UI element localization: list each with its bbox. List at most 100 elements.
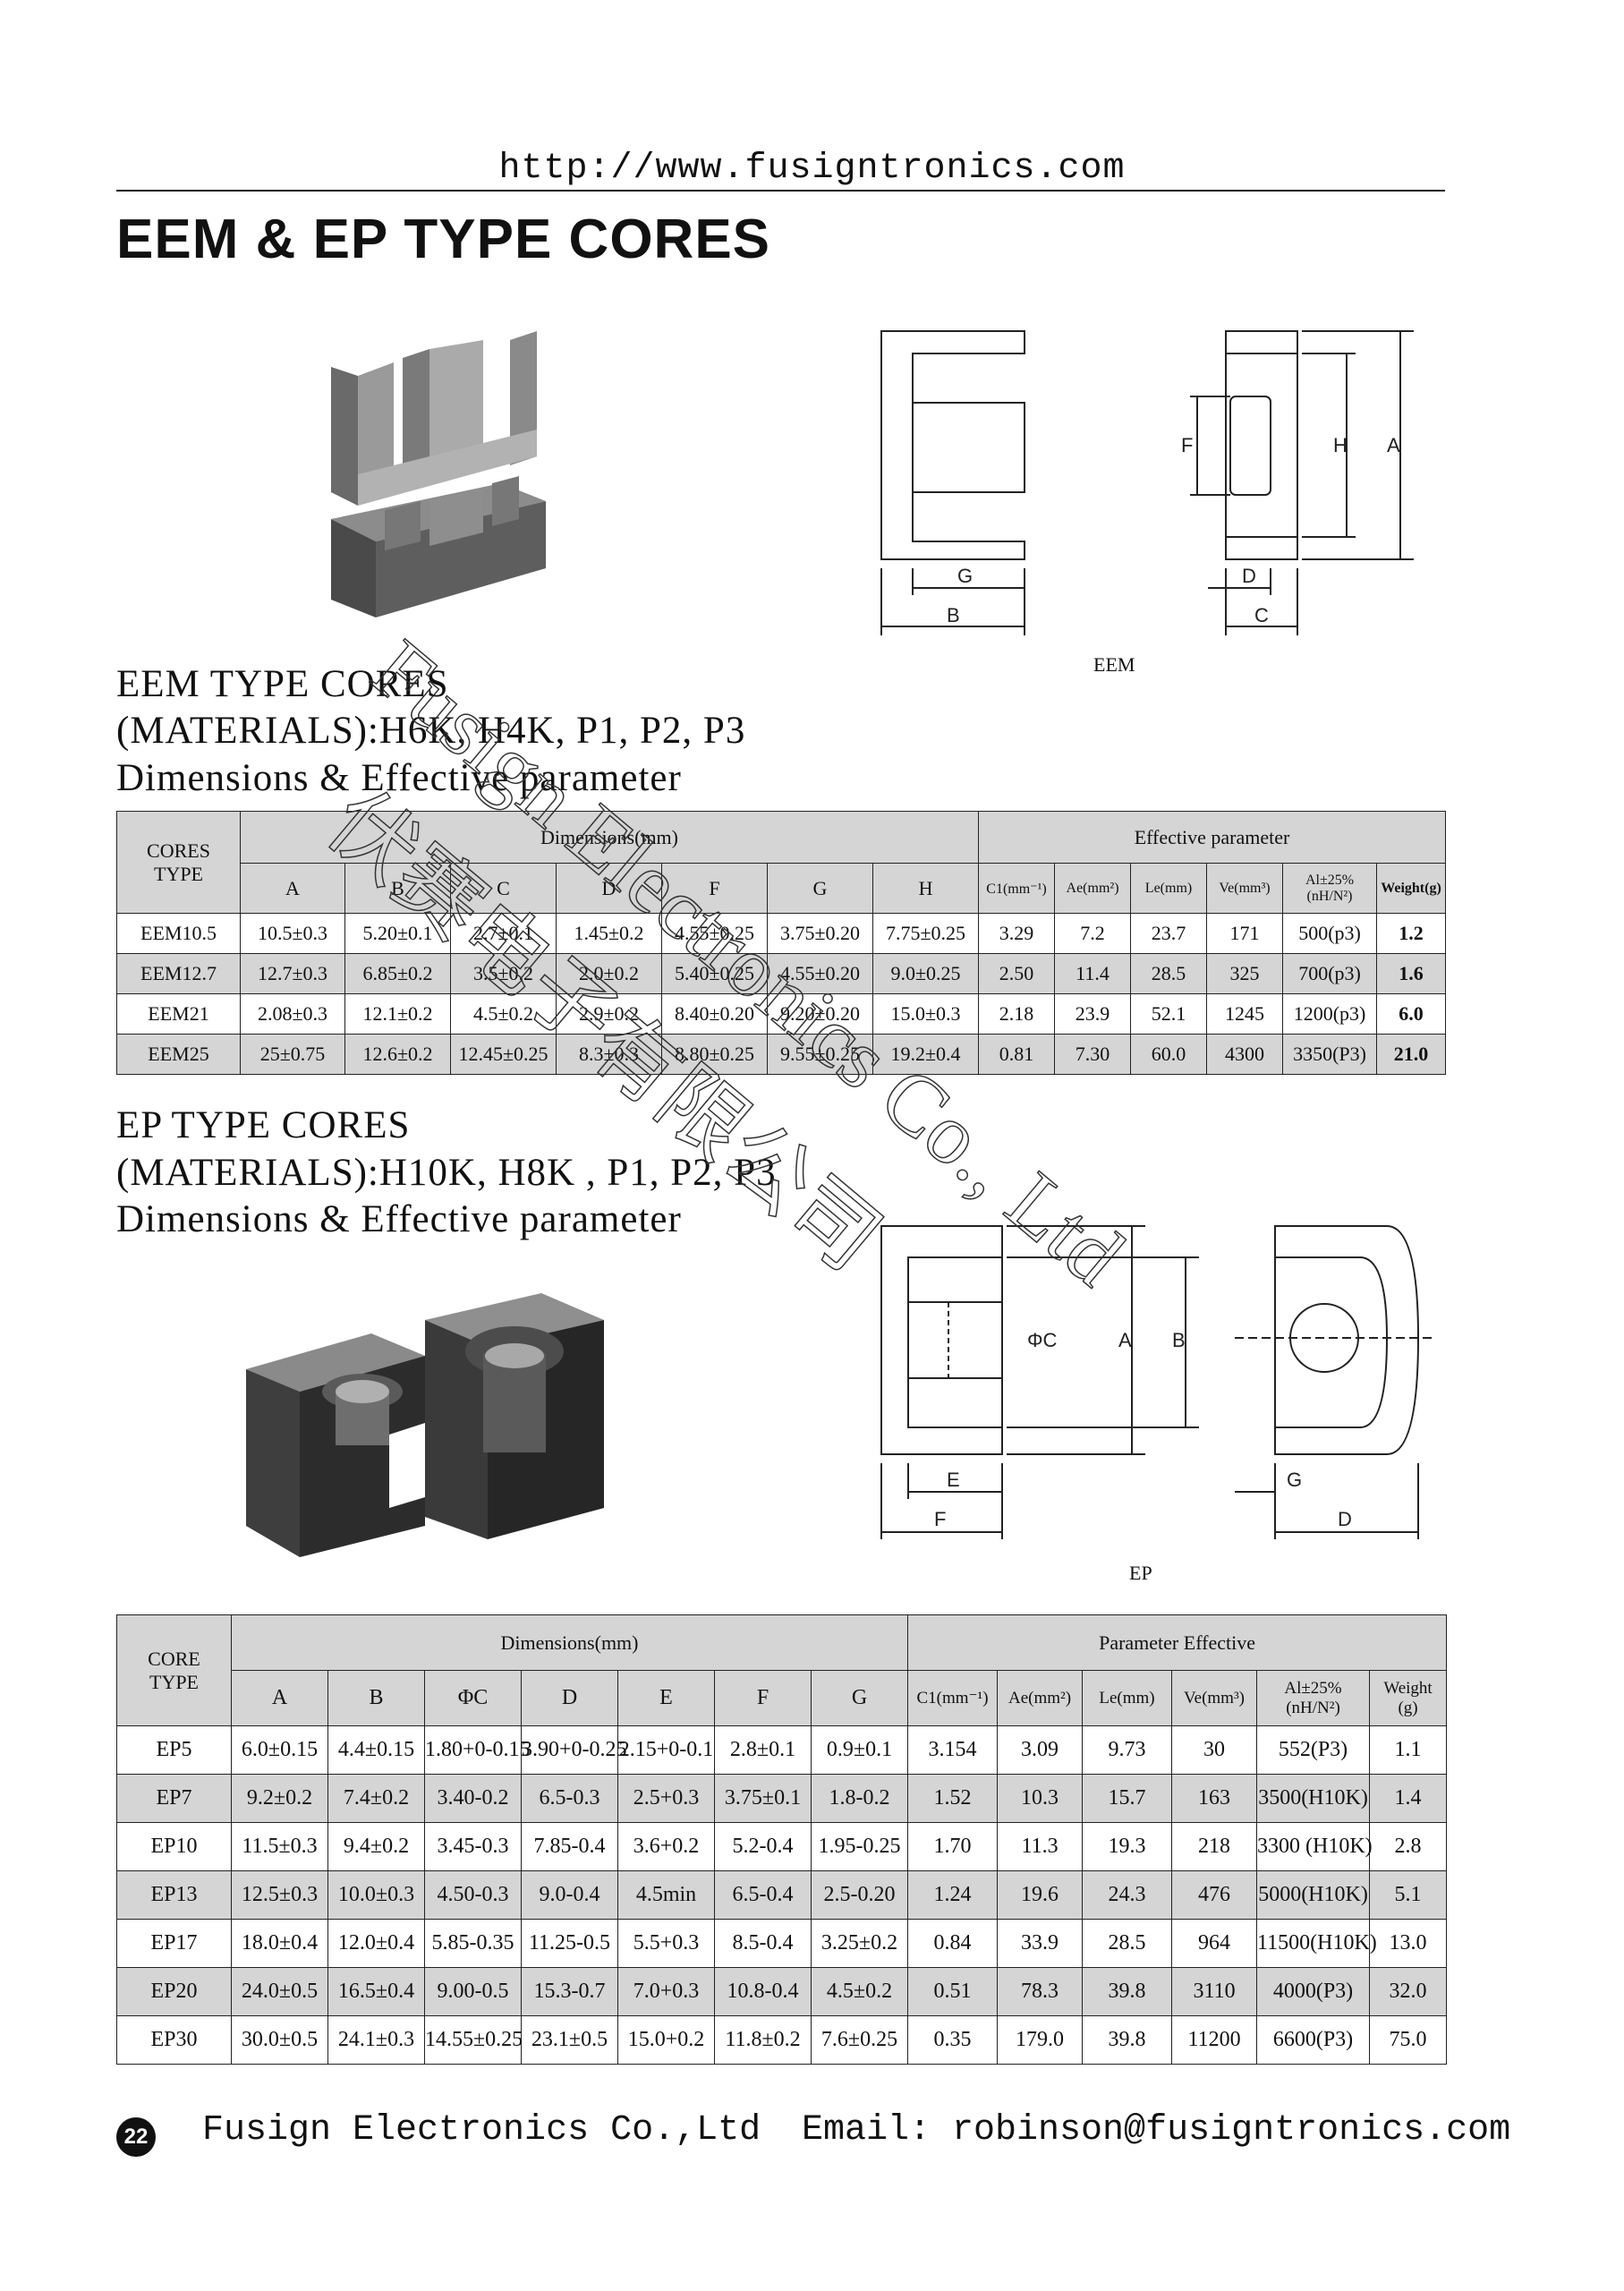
eem-eff-group-header: Effective parameter: [978, 811, 1447, 864]
eem-core-illustration: [331, 331, 546, 617]
ep-cell: 19.6: [997, 1870, 1084, 1920]
ep-cell: 10.0±0.3: [327, 1870, 425, 1920]
eem-cell: 5.40±0.25: [661, 953, 768, 994]
ep-cell: 24.1±0.3: [327, 2015, 425, 2065]
ep-cell: 3110: [1171, 1967, 1258, 2016]
ep-cell: 15.7: [1082, 1774, 1173, 1823]
ep-cell: 0.9±0.1: [810, 1725, 909, 1775]
ep-cell: 1.4: [1369, 1774, 1448, 1823]
ep-cell: 5.1: [1369, 1870, 1448, 1920]
ep-cell: 15.3-0.7: [521, 1967, 618, 2016]
eem-cell: 9.55±0.25: [767, 1034, 873, 1075]
ep-cell: 11.25-0.5: [521, 1919, 618, 1968]
eem-cell: 1.6: [1376, 953, 1447, 994]
eem-cell: 9.0±0.25: [872, 953, 980, 994]
eem-dim-label-d: D: [1242, 565, 1256, 587]
ep-col-d: D: [521, 1670, 618, 1726]
ep-cell: 2.15+0-0.1: [617, 1725, 715, 1775]
ep-cell: 4.5±0.2: [810, 1967, 909, 2016]
ep-cell: 39.8: [1082, 1967, 1173, 2016]
ep-col-c1: C1(mm⁻¹): [907, 1670, 999, 1726]
ep-cell: 3.90+0-0.25: [521, 1725, 627, 1775]
eem-cell: 52.1: [1130, 993, 1208, 1035]
ep-cell: 6600(P3): [1256, 2015, 1371, 2065]
ep-col-g: G: [810, 1670, 909, 1726]
eem-cell: 500(p3): [1282, 913, 1378, 954]
eem-cell: 1.2: [1376, 913, 1447, 954]
ep-cell: 9.2±0.2: [231, 1774, 328, 1823]
ep-cell: 3500(H10K): [1256, 1774, 1371, 1823]
ep-dim-label-a: A: [1118, 1329, 1132, 1351]
eem-cell: 7.2: [1054, 913, 1132, 954]
eem-cell: 15.0±0.3: [872, 993, 980, 1035]
ep-col-a: A: [231, 1670, 328, 1726]
eem-cell: 325: [1206, 953, 1284, 994]
eem-cell: 2.0±0.2: [556, 953, 662, 994]
ep-cell: 3.25±0.2: [810, 1919, 909, 1968]
ep-cell: 5.2-0.4: [714, 1822, 812, 1871]
eem-cell: 23.7: [1130, 913, 1208, 954]
eem-cell: 4.55±0.25: [661, 913, 768, 954]
ep-cell: 6.5-0.3: [521, 1774, 618, 1823]
ep-cell: 9.0-0.4: [521, 1870, 618, 1920]
page-number-badge: 22: [116, 2117, 156, 2157]
ep-dim-label-b: B: [1172, 1329, 1186, 1351]
ep-cell: 23.1±0.5: [521, 2015, 618, 2065]
eem-cell: 28.5: [1130, 953, 1208, 994]
ep-cell: 6.0±0.15: [231, 1725, 328, 1775]
eem-cell: 2.18: [978, 993, 1056, 1035]
eem-dim-label-f: F: [1181, 434, 1193, 456]
eem-row-type: EEM12.7: [116, 953, 241, 994]
eem-cell: 1245: [1206, 993, 1284, 1035]
eem-row-type: EEM25: [116, 1034, 241, 1075]
ep-dim-label-f: F: [934, 1508, 946, 1530]
eem-cell: 2.50: [978, 953, 1056, 994]
ep-cell: 11500(H10K): [1256, 1919, 1377, 1968]
ep-cell: 1.1: [1369, 1725, 1448, 1775]
ep-col-le: Le(mm): [1082, 1670, 1173, 1726]
ep-cell: 12.0±0.4: [327, 1919, 425, 1968]
eem-cell: 4300: [1206, 1034, 1284, 1075]
ep-col-phic: ΦC: [424, 1670, 522, 1726]
ep-cell: 5.85-0.35: [424, 1919, 522, 1968]
ep-row-type: EP20: [116, 1967, 232, 2016]
ep-cell: 10.8-0.4: [714, 1967, 812, 2016]
eem-cell: 12.6±0.2: [344, 1034, 451, 1075]
eem-cell: 23.9: [1054, 993, 1132, 1035]
ep-cell: 552(P3): [1256, 1725, 1371, 1775]
footer-company: Fusign Electronics Co.,Ltd: [202, 2110, 761, 2150]
eem-diagram-caption: EEM: [1093, 653, 1135, 676]
eem-cell: 25±0.75: [240, 1034, 345, 1075]
ep-cell: 11200: [1171, 2015, 1258, 2065]
eem-cell: 4.55±0.20: [767, 953, 873, 994]
ep-dimension-drawing: ΦC A B E F G D: [880, 1225, 1432, 1539]
ep-col-weight: Weight(g): [1369, 1670, 1448, 1726]
eem-cell: 2.7±0.1: [450, 913, 557, 954]
header-url: http://www.fusigntronics.com: [498, 149, 1126, 189]
eem-col-al: Al±25%(nH/N²): [1282, 863, 1378, 914]
eem-dim-label-b: B: [947, 604, 960, 626]
ep-cell: 3.40-0.2: [424, 1774, 522, 1823]
ep-heading: EP TYPE CORES: [116, 1104, 411, 1146]
ep-cell: 7.0+0.3: [617, 1967, 715, 2016]
ep-dim-label-phic: ΦC: [1027, 1329, 1058, 1351]
ep-cell: 4.5min: [617, 1870, 715, 1920]
ep-dim-label-d: D: [1338, 1508, 1352, 1530]
eem-col-g: G: [767, 863, 873, 914]
ep-cell: 39.8: [1082, 2015, 1173, 2065]
ep-cell: 2.8±0.1: [714, 1725, 812, 1775]
ep-cell: 3.75±0.1: [714, 1774, 812, 1823]
ep-materials: (MATERIALS):H10K, H8K , P1, P2, P3: [116, 1152, 777, 1194]
ep-cell: 9.4±0.2: [327, 1822, 425, 1871]
ep-params-title: Dimensions & Effective parameter: [116, 1198, 682, 1240]
ep-col-al: Al±25%(nH/N²): [1256, 1670, 1371, 1726]
eem-cell: 700(p3): [1282, 953, 1378, 994]
ep-cell: 30: [1171, 1725, 1258, 1775]
ep-row-type: EP7: [116, 1774, 232, 1823]
